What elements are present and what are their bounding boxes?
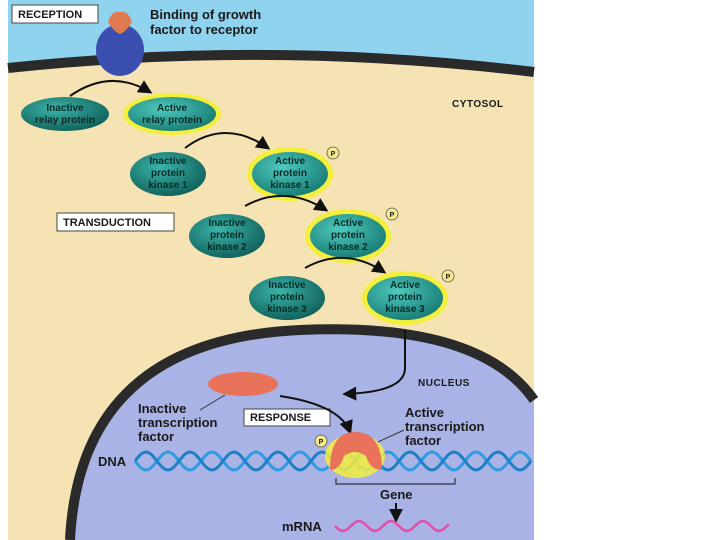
kinase2-inactive-label-3: kinase 2 (207, 242, 247, 253)
inactive-tf-label-2: transcription (138, 415, 218, 430)
kinase1-inactive (130, 152, 206, 196)
phosphate-icon-kinase2 (385, 207, 399, 221)
nucleus-label: NUCLEUS (418, 378, 470, 389)
phosphate-label-tf: P (319, 439, 324, 446)
phosphate-label-kinase2: P (390, 212, 395, 219)
relay-protein-inactive-label: Inactive (46, 103, 84, 114)
kinase2-inactive-label-2: protein (210, 230, 244, 241)
receptor (96, 24, 144, 76)
nuclear-envelope (65, 324, 539, 540)
kinase2-active-label-3: kinase 2 (328, 242, 368, 253)
kinase3-active-label-2: protein (388, 292, 422, 303)
transduction-label: TRANSDUCTION (63, 217, 151, 229)
kinase3-active (367, 276, 443, 320)
kinase2-inactive (189, 214, 265, 258)
kinase3-active-label-3: kinase 3 (385, 304, 425, 315)
transcription-factor-inactive (208, 372, 278, 396)
dna-label: DNA (98, 454, 127, 469)
relay-protein-active-label: Active (157, 103, 187, 114)
relay-protein-inactive (21, 97, 109, 131)
reception-label: RECEPTION (18, 9, 82, 21)
active-tf-label-1: Active (405, 405, 444, 420)
inactive-tf-pointer (199, 394, 226, 411)
kinase3-inactive-label-3: kinase 3 (267, 304, 307, 315)
response-label-box (243, 408, 331, 427)
kinase1-active (252, 152, 328, 196)
arrow-to-nucleus (342, 330, 406, 401)
kinase3-active-label-1: Active (390, 280, 420, 291)
kinase3-inactive-label-2: protein (270, 292, 304, 303)
active-tf-label-3: factor (405, 433, 441, 448)
phosphate-icon-kinase3 (441, 269, 455, 283)
mrna-strand (334, 519, 450, 533)
kinase3-inactive-label-1: Inactive (268, 280, 306, 291)
arrow-kinase1-activation (184, 132, 271, 150)
kinase2-active (310, 214, 386, 258)
transduction-label-box (56, 212, 175, 232)
reception-label-box (11, 4, 99, 24)
nucleus-region (70, 329, 534, 540)
response-label: RESPONSE (250, 412, 311, 424)
gene-bracket (335, 478, 456, 485)
phosphate-label-kinase1: P (331, 151, 336, 158)
arrow-kinase2-activation (244, 195, 329, 212)
kinase3-inactive (249, 276, 325, 320)
mrna-label: mRNA (282, 519, 322, 534)
kinase1-active-label-3: kinase 1 (270, 180, 310, 191)
cytosol-label: CYTOSOL (452, 99, 504, 110)
phosphate-icon-kinase1 (326, 146, 340, 160)
kinase2-inactive-label-1: Inactive (208, 218, 246, 229)
binding-caption-line1: Binding of growth (150, 7, 261, 22)
phosphate-label-kinase3: P (446, 274, 451, 281)
inactive-tf-label-3: factor (138, 429, 174, 444)
kinase2-active-label-1: Active (333, 218, 363, 229)
gene-label: Gene (380, 487, 413, 502)
active-tf-pointer (377, 429, 405, 443)
transcription-factor-active (330, 432, 382, 470)
kinase1-inactive-label-1: Inactive (149, 156, 187, 167)
active-tf-label-2: transcription (405, 419, 485, 434)
kinase1-inactive-label-2: protein (151, 168, 185, 179)
phosphate-icon-tf (314, 434, 328, 448)
arrow-to-dna (279, 395, 353, 435)
kinase1-inactive-label-3: kinase 1 (148, 180, 188, 191)
plasma-membrane (7, 49, 535, 77)
arrow-kinase3-activation (304, 257, 387, 274)
kinase1-active-label-2: protein (273, 168, 307, 179)
relay-protein-inactive-label-2: relay protein (35, 115, 95, 126)
kinase2-active-label-2: protein (331, 230, 365, 241)
inactive-tf-label-1: Inactive (138, 401, 186, 416)
binding-caption-line2: factor to receptor (150, 22, 258, 37)
relay-protein-active-label-2: relay protein (142, 115, 202, 126)
relay-protein-active (128, 97, 216, 131)
growth-factor (108, 11, 132, 34)
arrow-relay-activation (69, 80, 153, 97)
kinase1-active-label-1: Active (275, 156, 305, 167)
